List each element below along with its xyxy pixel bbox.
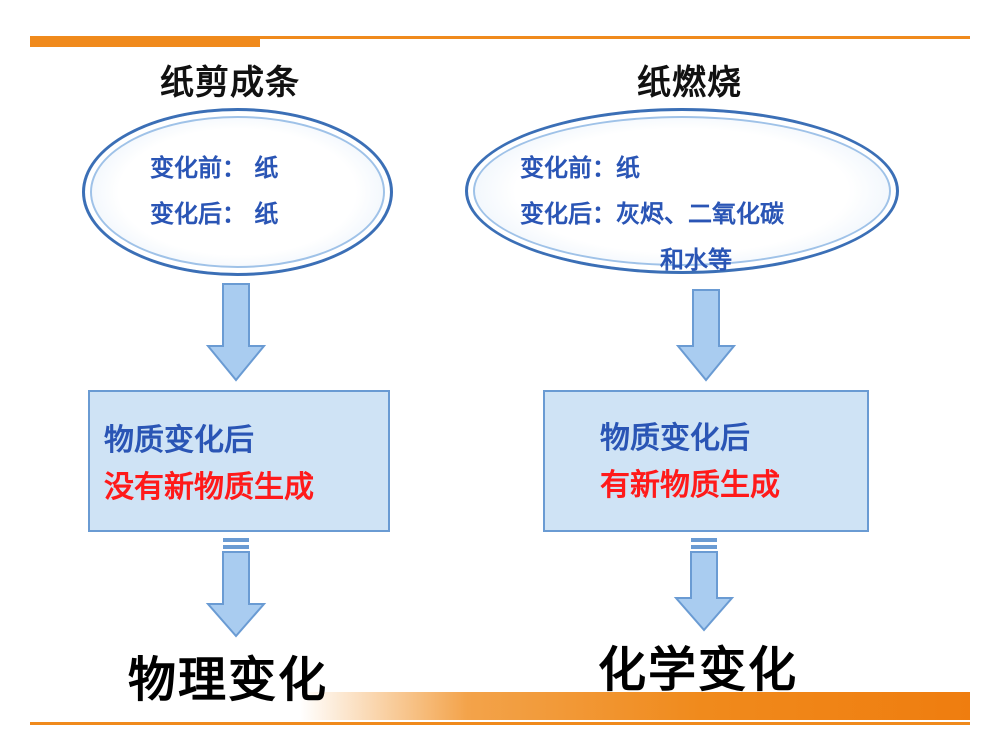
- left-box-line1: 物质变化后: [104, 423, 254, 458]
- right-box-line2: 有新物质生成: [600, 468, 780, 503]
- top-accent-bar: [30, 36, 260, 47]
- left-before-text: 变化前： 纸: [150, 154, 279, 182]
- left-title: 纸剪成条: [160, 63, 300, 103]
- left-arrow-down-1: [205, 283, 267, 382]
- right-result-label: 化学变化: [598, 642, 799, 698]
- right-title: 纸燃烧: [637, 63, 742, 103]
- right-result-box: [543, 390, 869, 532]
- left-box-line2: 没有新物质生成: [104, 470, 314, 505]
- left-ellipse: [82, 108, 393, 276]
- right-after-cont-text: 和水等: [660, 246, 732, 274]
- right-before-text: 变化前：纸: [520, 154, 640, 182]
- right-arrow-down-2: [673, 538, 735, 632]
- right-after-text: 变化后：灰烬、二氧化碳: [520, 200, 784, 228]
- left-arrow-down-2: [205, 538, 267, 638]
- top-accent-line: [30, 36, 970, 39]
- right-box-line1: 物质变化后: [600, 421, 750, 456]
- right-ellipse: [465, 108, 899, 274]
- bottom-accent-bar: [300, 692, 970, 720]
- right-arrow-down-1: [675, 289, 737, 382]
- left-after-text: 变化后： 纸: [150, 200, 279, 228]
- left-result-box: [88, 390, 390, 532]
- bottom-accent-line: [30, 722, 970, 725]
- left-result-label: 物理变化: [128, 652, 329, 708]
